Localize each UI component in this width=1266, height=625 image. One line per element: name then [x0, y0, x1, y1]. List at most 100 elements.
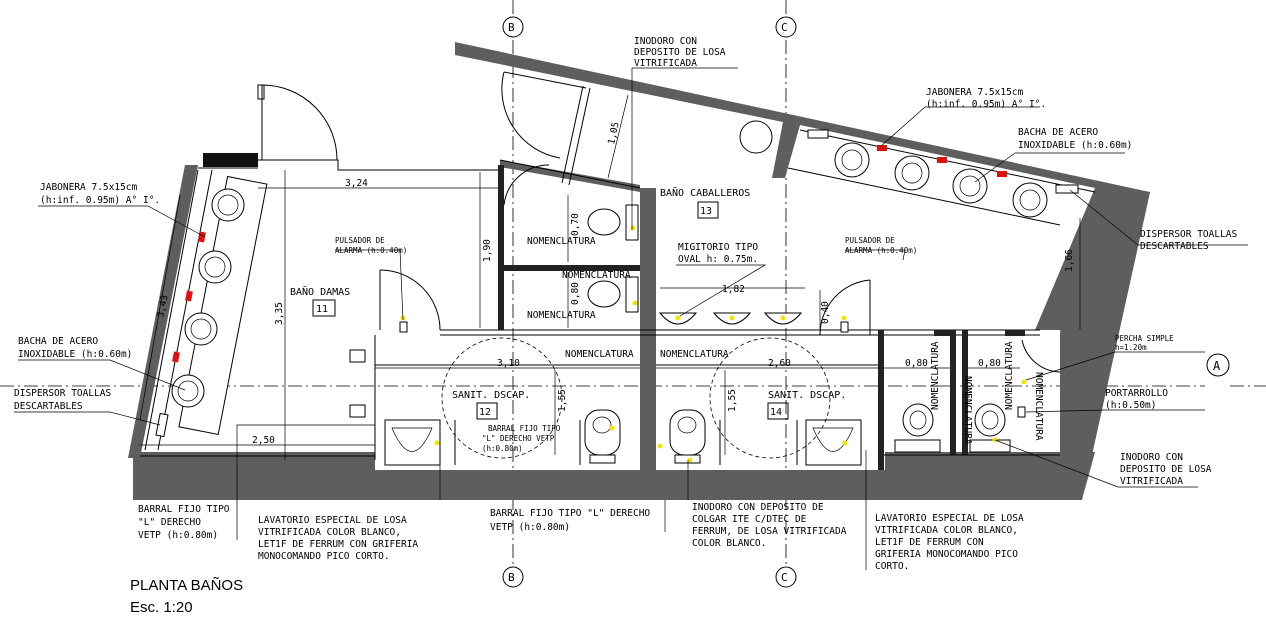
sinks-right [739, 120, 1079, 218]
walls [128, 42, 1150, 500]
note-inodoro-colgar: COLOR BLANCO. [692, 538, 766, 549]
nomenclatura-tag: NOMENCLATURA [930, 341, 941, 410]
sanit-fixtures [384, 409, 862, 466]
nomenclatura-tag: NOMENCLATURA [660, 349, 729, 360]
dim-0-80-top: 0,80 [570, 282, 581, 305]
room-num-caballeros: 13 [700, 206, 712, 217]
axis-label-b-bottom: B [508, 571, 515, 584]
note-percha: h=1.20m [1115, 343, 1147, 352]
dim-1-05: 1,05 [606, 121, 622, 146]
note-inodoro-colgar: FERRUM, DE LOSA VITRIFICADA [692, 526, 847, 537]
dim-1-66: 1,66 [1064, 249, 1075, 272]
dim-3-24: 3,24 [345, 178, 368, 189]
note-lavatorio-right: VITRIFICADA COLOR BLANCO, [875, 525, 1018, 536]
leader-lines [14, 67, 1248, 570]
room-name-caballeros: BAÑO CABALLEROS [660, 186, 750, 199]
note-inodoro-top: DEPOSITO DE LOSA [634, 47, 726, 58]
axis-bubble-c-top: C [775, 16, 797, 38]
note-lavatorio-left: LAVATORIO ESPECIAL DE LOSA [258, 515, 407, 526]
note-barral-left: BARRAL FIJO TIPO [138, 504, 230, 515]
note-lavatorio-right: LET1F DE FERRUM CON [875, 537, 984, 548]
axis-bubble-b-bottom: B [502, 566, 524, 588]
note-pulsador-right: ALARMA (h:0.40m) [845, 246, 917, 255]
nomenclatura-tag: NOMENCLATURA [527, 236, 596, 247]
doors [257, 71, 1061, 373]
room-name-sanit-2: SANIT. DSCAP. [768, 390, 846, 401]
dim-3-43: 3,43 [155, 294, 171, 319]
note-inodoro-top: VITRIFICADA [634, 58, 697, 69]
note-inodoro-colgar: COLGAR ITE C/DTEC DE [692, 514, 807, 525]
note-dispersor-right: DISPERSOR TOALLAS [1140, 229, 1238, 240]
room-num-sanit-2: 14 [770, 407, 782, 418]
room-num-sanit-1: 12 [479, 407, 491, 418]
note-lavatorio-left: LET1F DE FERRUM CON GRIFERIA [258, 539, 418, 550]
note-pulsador-right: PULSADOR DE [845, 236, 895, 245]
note-inodoro-right: INODORO CON [1120, 452, 1183, 463]
note-dispersor-right: DESCARTABLES [1140, 241, 1209, 252]
sinks-left [155, 175, 268, 438]
dimension-lines [139, 94, 1081, 460]
room-name-sanit-1: SANIT. DSCAP. [452, 390, 530, 401]
note-lavatorio-right: CORTO. [875, 561, 909, 572]
axis-label-c-bottom: C [781, 571, 788, 584]
note-inodoro-colgar: INODORO CON DEPOSITO DE [692, 502, 824, 513]
note-inodoro-right: VITRIFICADA [1120, 476, 1183, 487]
note-jabonera-right: JABONERA 7.5x15cm [926, 87, 1024, 98]
note-jabonera-right: (h:inf. 0.95m) A° I°. [926, 99, 1046, 110]
dim-1-55-left: 1,55 [557, 389, 568, 412]
note-lavatorio-left: VITRIFICADA COLOR BLANCO, [258, 527, 401, 538]
note-bacha-left: INOXIDABLE (h:0.60m) [18, 349, 132, 360]
note-inodoro-right: DEPOSITO DE LOSA [1120, 464, 1212, 475]
dim-0-80-right: 0,80 [978, 358, 1001, 369]
axis-bubble-c-bottom: C [775, 566, 797, 588]
note-bacha-right: BACHA DE ACERO [1018, 127, 1098, 138]
nomenclatura-tag: NOMENCLATURA [1033, 372, 1044, 441]
note-bacha-right: INOXIDABLE (h:0.60m) [1018, 140, 1132, 151]
axis-bubble-a-right: A [1206, 353, 1230, 377]
dim-0-40: 0,40 [820, 301, 831, 324]
note-pulsador-left: PULSADOR DE [335, 236, 385, 245]
room-num-damas: 11 [316, 304, 328, 315]
note-barral-bottom: BARRAL FIJO TIPO "L" DERECHO [490, 508, 650, 519]
toilets-top [587, 204, 639, 313]
dim-3-35: 3,35 [274, 302, 285, 325]
urinals [658, 312, 803, 325]
nomenclatura-tag: NOMENCLATURA [962, 376, 973, 445]
drawing-title: PLANTA BAÑOS [130, 577, 243, 594]
note-migitorio: MIGITORIO TIPO [678, 242, 758, 253]
note-barral-mid: BARRAL FIJO TIPO [488, 424, 561, 433]
drawing-scale: Esc. 1:20 [130, 599, 193, 616]
dim-0-70: 0,70 [570, 213, 581, 236]
note-lavatorio-right: GRIFERIA MONOCOMANDO PICO [875, 549, 1018, 560]
note-jabonera-left: (h:inf. 0.95m) A° I°. [40, 195, 160, 206]
note-barral-bottom: VETP (h:0.80m) [490, 522, 570, 533]
note-barral-left: "L" DERECHO [138, 517, 201, 528]
note-percha: PERCHA SIMPLE [1115, 334, 1174, 343]
note-portarrollo: (h:0.50m) [1105, 400, 1156, 411]
note-barral-mid: "L" DERECHO VETP [482, 434, 555, 443]
note-pulsador-left: ALARMA (h:0.40m) [335, 246, 407, 255]
note-lavatorio-left: MONOCOMANDO PICO CORTO. [258, 551, 390, 562]
nomenclatura-tag: NOMENCLATURA [565, 349, 634, 360]
room-name-damas: BAÑO DAMAS [290, 285, 350, 298]
axis-label-c-top: C [781, 21, 788, 34]
note-barral-mid: (h:0.80m) [482, 444, 523, 453]
note-jabonera-left: JABONERA 7.5x15cm [40, 182, 138, 193]
note-lavatorio-right: LAVATORIO ESPECIAL DE LOSA [875, 513, 1024, 524]
note-barral-left: VETP (h:0.80m) [138, 530, 218, 541]
axis-bubble-b-top: B [502, 16, 524, 38]
thin-walls [140, 85, 1096, 470]
nomenclatura-tag: NOMENCLATURA [527, 310, 596, 321]
turning-circles [441, 337, 831, 459]
note-bacha-left: BACHA DE ACERO [18, 336, 98, 347]
nomenclatura-tag: NOMENCLATURA [562, 270, 631, 281]
note-inodoro-top: INODORO CON [634, 36, 697, 47]
note-migitorio: OVAL h: 0.75m. [678, 254, 758, 265]
axis-label-a-right: A [1213, 359, 1221, 373]
alarm-buttons [349, 315, 849, 418]
axis-label-b-top: B [508, 21, 515, 34]
dim-1-82: 1,82 [722, 284, 745, 295]
nomenclatura-tag: NOMENCLATURA [1004, 341, 1015, 410]
dim-2-60: 2,60 [768, 358, 791, 369]
